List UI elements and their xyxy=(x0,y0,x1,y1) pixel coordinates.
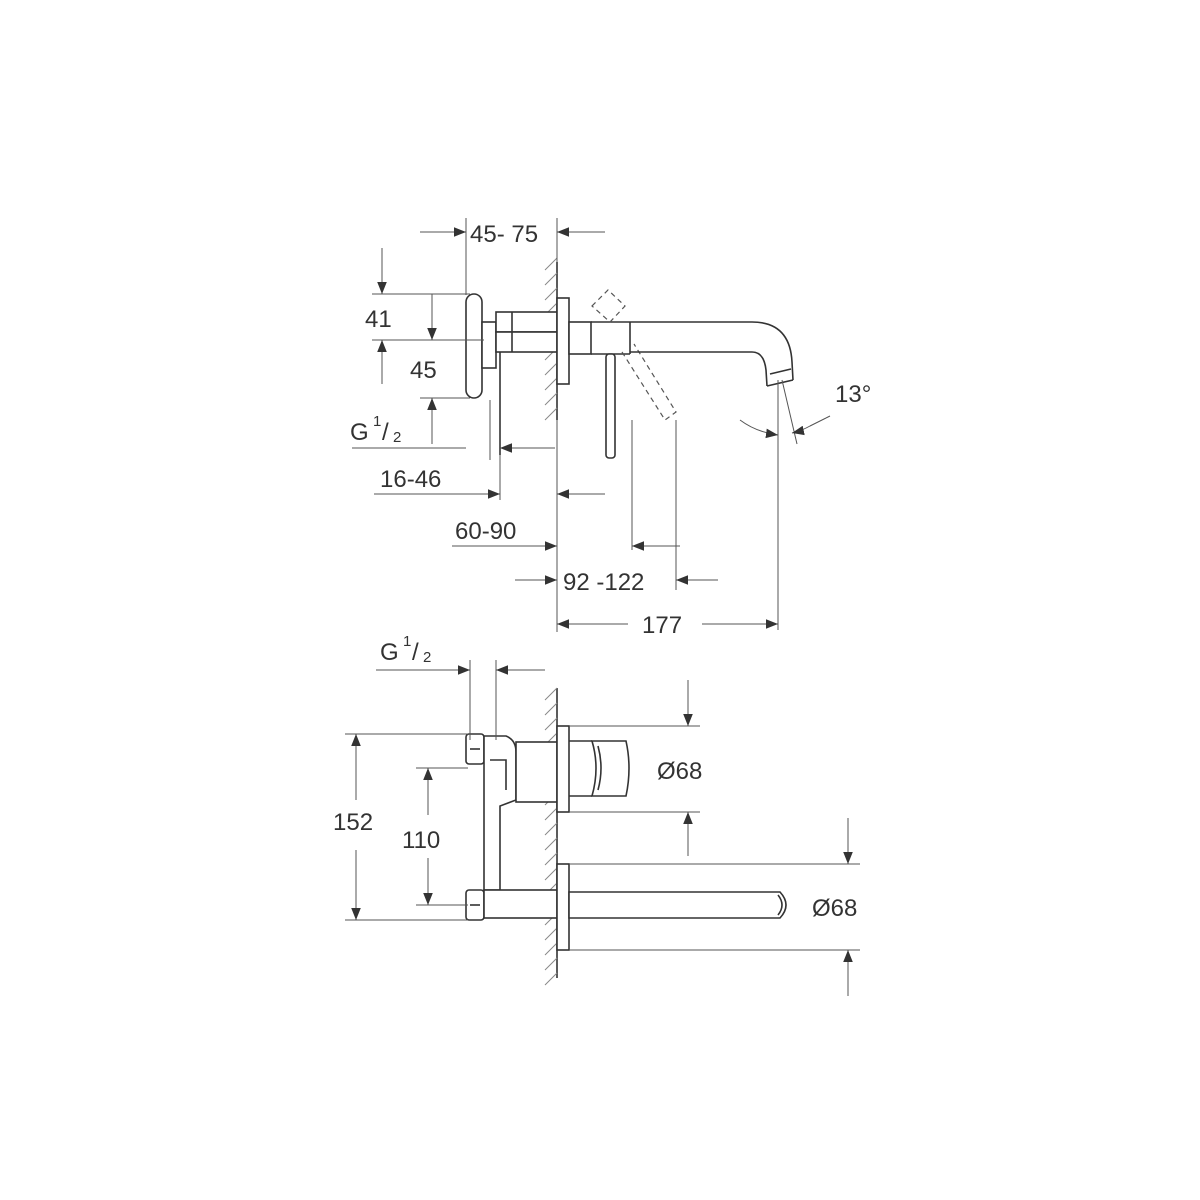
connector-body xyxy=(495,311,558,333)
front-view: G 1 / 2 152 110 Ø68 xyxy=(333,633,860,996)
rear-rosette xyxy=(465,293,483,399)
thread-side-num: 1 xyxy=(373,413,381,430)
dim-lever-reach: 92 -122 xyxy=(515,420,718,596)
dim-spout-rosette: Ø68 xyxy=(569,818,860,996)
spout-front xyxy=(568,891,787,919)
angle-annotation: 13° xyxy=(739,379,871,630)
rear-body xyxy=(481,321,497,369)
dim-total-height: 152 xyxy=(333,733,468,921)
dim-lever-reach-label: 92 -122 xyxy=(563,569,644,596)
upper-connector xyxy=(515,741,558,803)
dim-spout-reach-label: 177 xyxy=(642,612,682,639)
side-view: 13° 45- 75 41 45 xyxy=(350,218,871,639)
dim-wall-depth: 60-90 xyxy=(452,420,605,632)
dim-height-mid: 45 xyxy=(410,294,470,444)
wall-front xyxy=(544,687,558,986)
dim-spout-rosette-label: Ø68 xyxy=(812,895,857,922)
lever xyxy=(605,353,616,459)
dim-center-distance-label: 110 xyxy=(402,827,440,854)
dim-lever-rosette: Ø68 xyxy=(569,680,702,856)
spout-rosette xyxy=(556,863,570,951)
thread-front-slash: / xyxy=(412,639,419,666)
front-rosette xyxy=(556,297,570,385)
lower-connector xyxy=(483,889,558,919)
dim-projection: 45- 75 xyxy=(420,218,605,295)
dim-height-top: 41 xyxy=(365,248,484,384)
dim-height-mid-label: 45 xyxy=(410,357,437,384)
dim-wall-depth-label: 60-90 xyxy=(455,518,516,545)
dim-lever-rosette-label: Ø68 xyxy=(657,758,702,785)
lever-rosette xyxy=(556,725,570,813)
dim-rosette-depth: 16-46 xyxy=(374,455,501,500)
thread-side: G 1 / 2 xyxy=(350,400,555,460)
lever-alt-position xyxy=(591,289,626,323)
cartridge xyxy=(568,321,592,355)
thread-side-letter: G xyxy=(350,419,369,446)
angle-label: 13° xyxy=(835,381,871,408)
thread-side-den: 2 xyxy=(393,429,401,446)
dim-center-distance: 110 xyxy=(402,767,468,906)
spout-side xyxy=(630,321,794,381)
thread-front-den: 2 xyxy=(423,649,431,666)
mixer-body xyxy=(465,733,517,921)
dim-rosette-depth-label: 16-46 xyxy=(380,466,441,493)
thread-front: G 1 / 2 xyxy=(376,633,545,740)
lever-front xyxy=(569,740,630,797)
dim-total-height-label: 152 xyxy=(333,809,373,836)
dim-spout-reach: 177 xyxy=(557,612,778,639)
dim-projection-label: 45- 75 xyxy=(470,221,538,248)
thread-side-slash: / xyxy=(382,419,389,446)
thread-front-letter: G xyxy=(380,639,399,666)
dim-height-top-label: 41 xyxy=(365,306,392,333)
thread-front-num: 1 xyxy=(403,633,411,650)
